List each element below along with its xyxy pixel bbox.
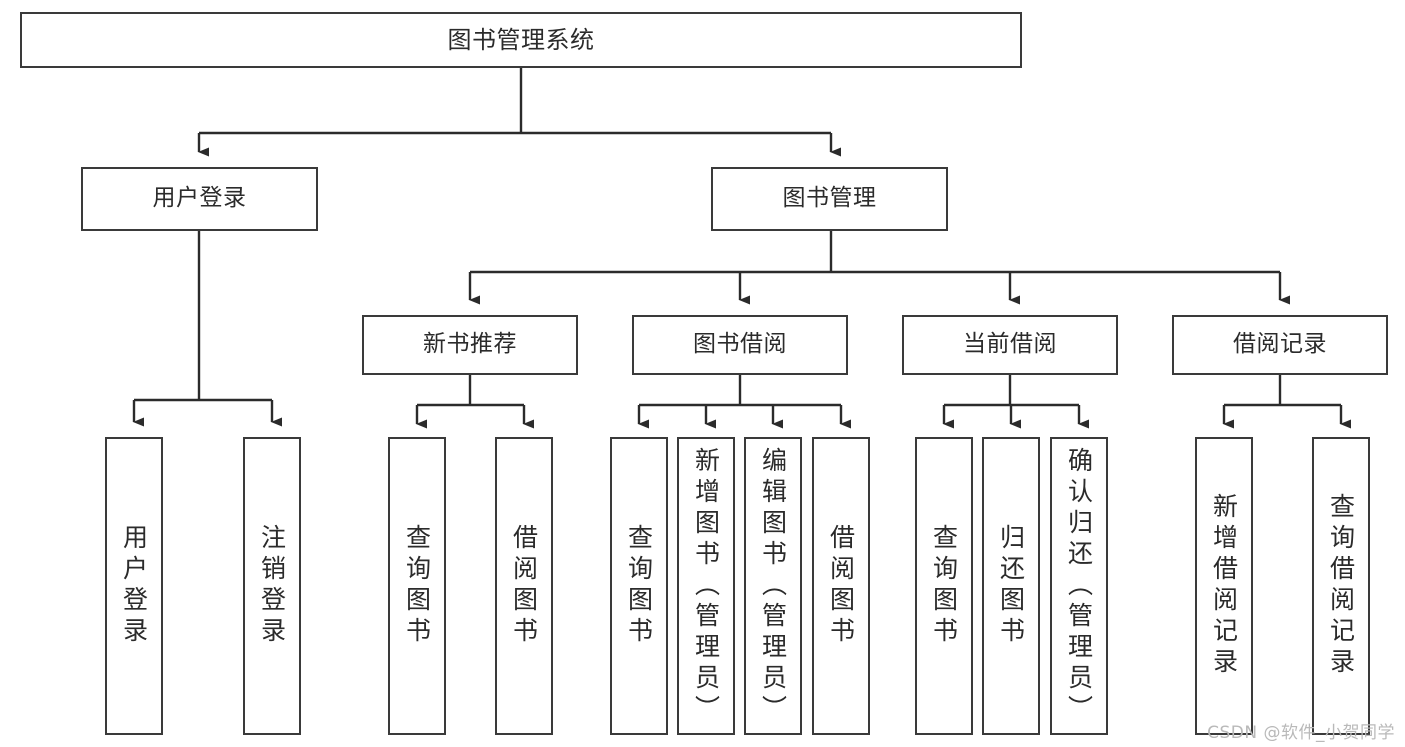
node-leaf-record-add-record[interactable]: 新增借阅记录 [1195,437,1253,735]
node-label: 归还图书 [996,524,1026,648]
node-user-login[interactable]: 用户登录 [81,167,318,231]
watermark-csdn: CSDN @软件_小贺同学 [1207,723,1395,743]
node-label: 当前借阅 [963,331,1057,358]
node-label: 借阅图书 [509,524,539,648]
node-leaf-borrow-borrow-books[interactable]: 借阅图书 [812,437,870,735]
node-leaf-current-query-books[interactable]: 查询图书 [915,437,973,735]
node-leaf-borrow-edit-book-admin[interactable]: 编辑图书（管理员） [744,437,802,735]
node-label: 图书借阅 [693,331,787,358]
node-leaf-logout[interactable]: 注销登录 [243,437,301,735]
node-label: 查询借阅记录 [1326,493,1356,679]
node-label: 注销登录 [257,524,287,648]
node-new-book-recommendation[interactable]: 新书推荐 [362,315,578,375]
node-label: 新增借阅记录 [1209,493,1239,679]
node-leaf-record-query-record[interactable]: 查询借阅记录 [1312,437,1370,735]
node-label: 图书管理 [782,185,877,212]
node-leaf-current-return-books[interactable]: 归还图书 [982,437,1040,735]
node-label: 编辑图书（管理员） [758,446,788,726]
node-root-book-management-system[interactable]: 图书管理系统 [20,12,1022,68]
node-leaf-borrow-add-book-admin[interactable]: 新增图书（管理员） [677,437,735,735]
node-label: 确认归还（管理员） [1064,446,1094,726]
node-label: 用户登录 [152,185,247,212]
node-label: 新增图书（管理员） [691,446,721,726]
node-label: 新书推荐 [423,331,517,358]
node-label: 查询图书 [624,524,654,648]
node-book-borrowing[interactable]: 图书借阅 [632,315,848,375]
node-leaf-current-confirm-return-admin[interactable]: 确认归还（管理员） [1050,437,1108,735]
node-leaf-user-login[interactable]: 用户登录 [105,437,163,735]
node-label: 借阅记录 [1233,331,1327,358]
node-leaf-newbook-query-books[interactable]: 查询图书 [388,437,446,735]
node-label: 用户登录 [119,524,149,648]
node-borrowing-records[interactable]: 借阅记录 [1172,315,1388,375]
node-label: 图书管理系统 [447,25,595,54]
node-leaf-borrow-query-books[interactable]: 查询图书 [610,437,668,735]
node-label: 查询图书 [929,524,959,648]
node-label: 借阅图书 [826,524,856,648]
node-leaf-newbook-borrow-books[interactable]: 借阅图书 [495,437,553,735]
node-label: 查询图书 [402,524,432,648]
node-book-management[interactable]: 图书管理 [711,167,948,231]
node-current-borrowing[interactable]: 当前借阅 [902,315,1118,375]
